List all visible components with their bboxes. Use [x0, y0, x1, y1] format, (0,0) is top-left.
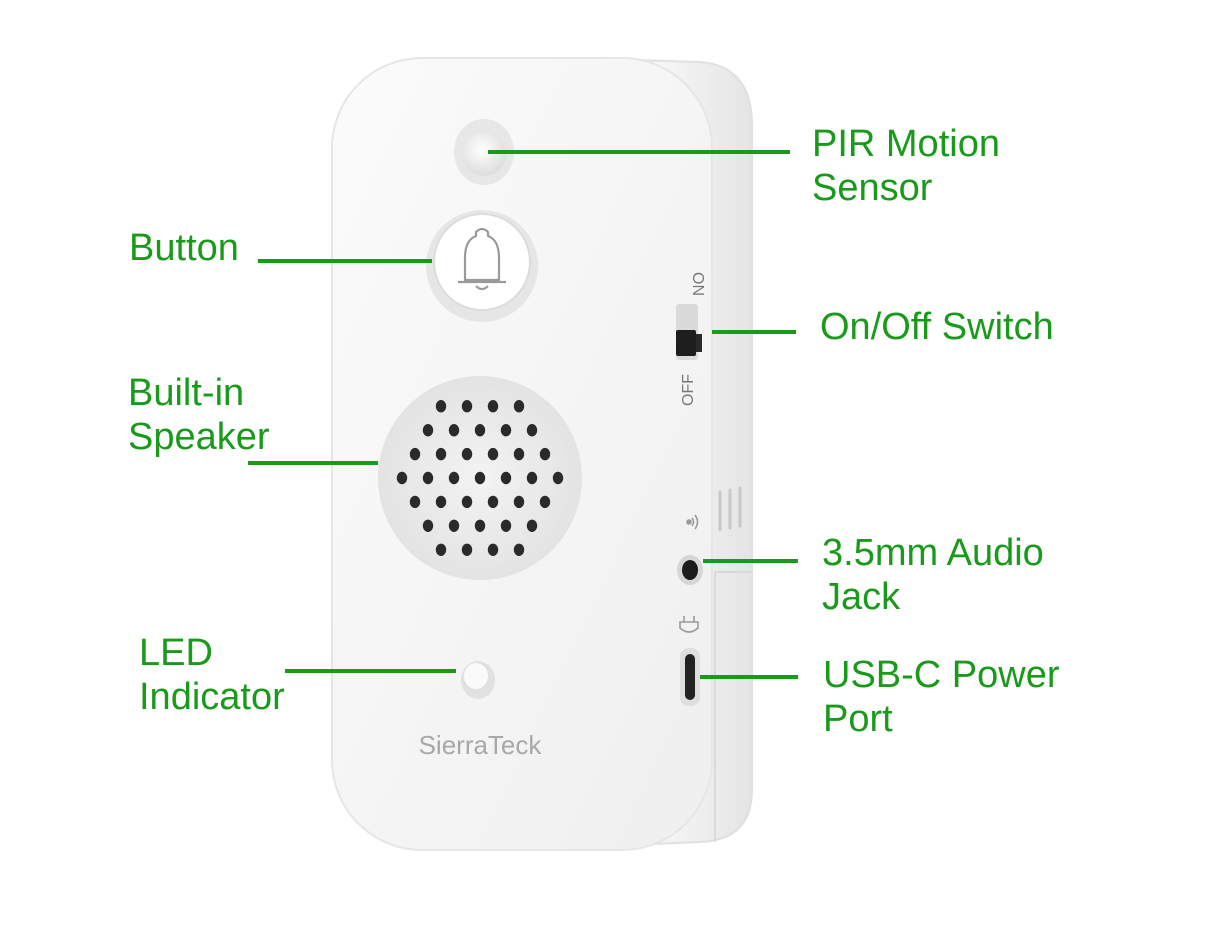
on-off-switch-label: On/Off Switch	[820, 305, 1054, 349]
speaker-hole	[539, 447, 551, 461]
button-label-line1: Button	[129, 227, 239, 269]
speaker-hole	[435, 447, 447, 461]
side-vents	[718, 486, 742, 532]
speaker-hole	[474, 519, 486, 532]
usb-label-line2: Port	[823, 698, 893, 740]
speaker-label-line1: Built-in	[128, 372, 245, 414]
button-label: Button	[129, 226, 239, 270]
usb-label-line1: USB-C Power	[823, 654, 1060, 696]
speaker-hole	[422, 424, 434, 437]
usb-c-port[interactable]	[680, 648, 700, 706]
led-label-line2: Indicator	[139, 676, 285, 718]
speaker-hole	[513, 495, 525, 509]
built-in-speaker-label: Built-in Speaker	[128, 371, 270, 459]
pir-label-line2: Sensor	[812, 167, 933, 209]
speaker-hole	[526, 424, 538, 437]
switch-off-label: OFF	[680, 374, 697, 406]
switch-label-line1: On/Off Switch	[820, 306, 1054, 348]
speaker-hole	[474, 471, 486, 485]
speaker-hole	[526, 519, 538, 532]
speaker-hole	[513, 400, 525, 413]
speaker-hole	[539, 495, 551, 509]
audio-label-line2: Jack	[822, 576, 901, 618]
led-label-line1: LED	[139, 632, 213, 674]
speaker-hole	[500, 519, 512, 532]
doorbell-button[interactable]	[426, 210, 538, 322]
speaker-hole	[487, 447, 499, 461]
speaker-hole	[552, 471, 564, 485]
speaker-hole	[500, 424, 512, 437]
bell-icon	[458, 227, 506, 291]
speaker-label-line2: Speaker	[128, 416, 270, 458]
speaker-hole	[487, 495, 499, 509]
speaker-hole	[513, 543, 525, 556]
speaker-hole	[448, 471, 460, 485]
speaker-hole	[461, 495, 473, 509]
speaker-hole	[487, 400, 499, 413]
brand-logo: SierraTeck	[419, 730, 543, 760]
pir-motion-sensor	[454, 119, 514, 185]
led-indicator	[461, 661, 495, 699]
audio-label-line1: 3.5mm Audio	[822, 532, 1044, 574]
speaker-hole	[422, 519, 434, 532]
pir-motion-sensor-label: PIR Motion Sensor	[812, 122, 1000, 210]
usb-c-power-port-label: USB-C Power Port	[823, 653, 1060, 741]
speaker-hole	[396, 471, 408, 485]
speaker-hole	[461, 400, 473, 413]
on-off-switch[interactable]	[676, 304, 702, 360]
speaker-hole	[500, 471, 512, 485]
audio-jack-label: 3.5mm Audio Jack	[822, 531, 1044, 619]
speaker-hole	[409, 495, 421, 509]
speaker-hole	[461, 447, 473, 461]
speaker-hole	[513, 447, 525, 461]
speaker-hole	[487, 543, 499, 556]
speaker-hole	[435, 495, 447, 509]
audio-output-icon	[686, 514, 699, 530]
audio-jack-port[interactable]	[677, 555, 703, 585]
led-indicator-label: LED Indicator	[139, 631, 285, 719]
speaker-grill	[378, 376, 582, 580]
speaker-hole	[461, 543, 473, 556]
speaker-hole	[448, 424, 460, 437]
speaker-hole	[448, 519, 460, 532]
pir-label-line1: PIR Motion	[812, 123, 1000, 165]
speaker-hole	[474, 424, 486, 437]
speaker-hole	[435, 543, 447, 556]
speaker-hole	[435, 400, 447, 413]
speaker-hole	[422, 471, 434, 485]
power-plug-icon	[679, 616, 699, 633]
switch-on-label: ON	[689, 272, 706, 296]
speaker-hole	[409, 447, 421, 461]
speaker-hole	[526, 471, 538, 485]
